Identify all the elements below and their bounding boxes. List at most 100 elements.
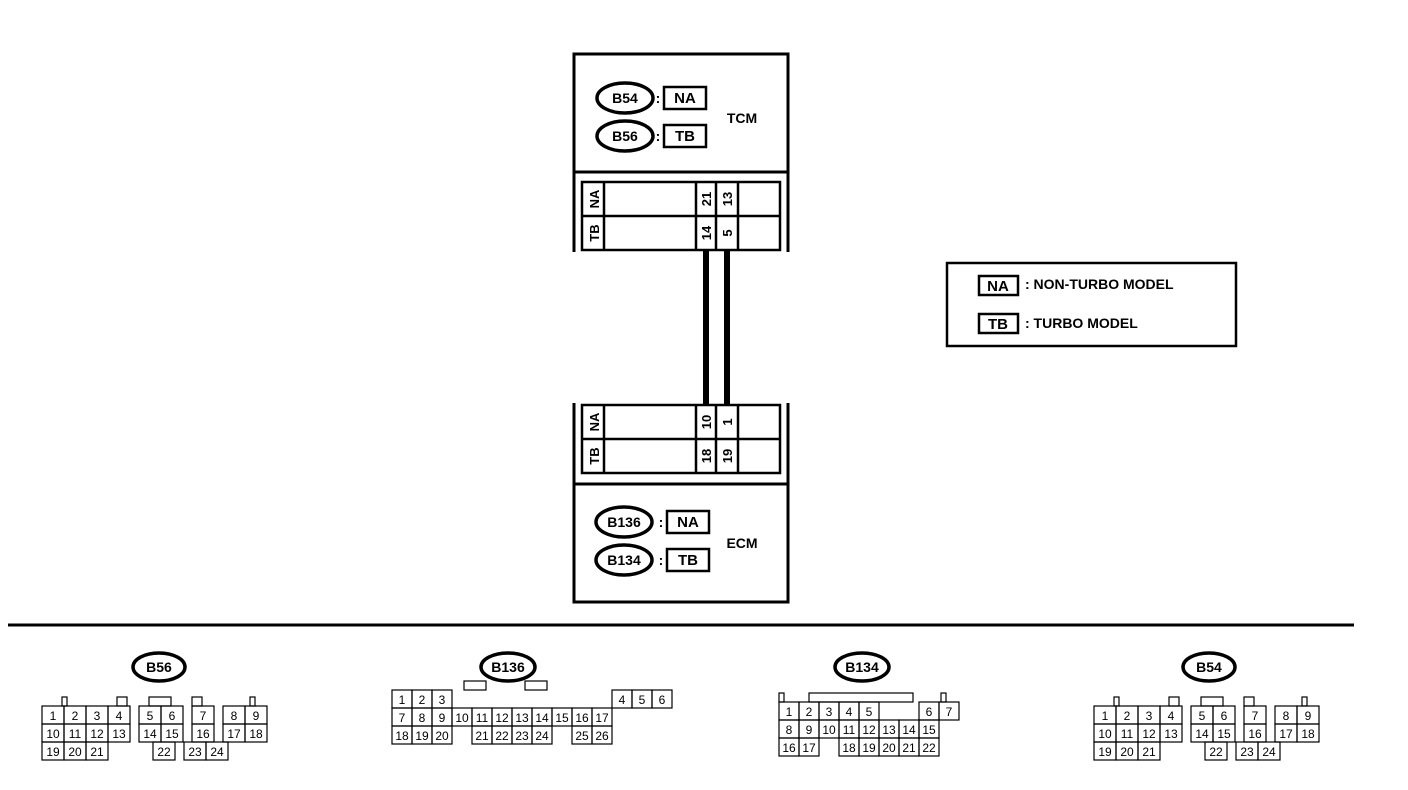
pin-number: 4 [116,709,123,723]
pin-cell [591,725,613,745]
pin-number: 16 [196,727,210,741]
pin-number: 14 [1195,727,1209,741]
pin-number: 12 [1142,727,1156,741]
latch-tab [463,680,487,691]
latch-tab [940,692,947,703]
pin-number: 5 [147,709,154,723]
latch-tab [778,692,785,703]
pin-number: 12 [495,711,509,725]
pin-number: 19 [46,745,60,759]
pin-cell [85,741,109,761]
pin-number: 23 [1240,745,1254,759]
latch-tab [148,696,172,707]
pin-number: 8 [231,709,238,723]
pin-number: 23 [515,729,529,743]
pin-number: 11 [69,727,82,741]
ecm-conn-b134-tag: TB [678,552,698,569]
connector-view-b54-id: B54 [1196,659,1222,675]
legend-na-tag: NA [987,278,1009,295]
pin-number: 1 [399,693,406,707]
pin-cell [1137,741,1161,761]
pin-number: 19 [415,729,429,743]
pin-number: 8 [786,723,793,737]
pin-number: 13 [882,723,896,737]
colon: : [656,90,661,106]
ecm-pin-na-2: 1 [720,418,735,425]
pin-number: 21 [475,729,489,743]
tcm-block: B54 : NA B56 : TB TCM NA TB 21 13 14 5 [572,52,790,252]
pin-cell [431,725,453,745]
pin-number: 6 [659,693,666,707]
pin-number: 16 [782,741,796,755]
pin-number: 13 [1164,727,1178,741]
pin-number: 3 [94,709,101,723]
tag-box [662,85,708,111]
tcm-row-tb-model: TB [587,224,602,241]
pin-number: 24 [1262,745,1276,759]
pin-cell [244,723,268,743]
pin-number: 8 [1283,709,1290,723]
pin-cell [205,741,229,761]
pin-number: 6 [1221,709,1228,723]
tcm-box [572,52,790,174]
pin-number: 2 [72,709,79,723]
harness-wires [703,250,730,405]
latch-tab [1243,696,1255,707]
ecm-conn-b136-tag: NA [677,514,699,531]
pin-number: 2 [419,693,426,707]
pin-number: 25 [575,729,589,743]
pin-number: 3 [1146,709,1153,723]
pin-number: 16 [1248,727,1262,741]
connector-view-b56-oval [131,651,187,683]
pin-number: 3 [439,693,446,707]
pin-number: 2 [1124,709,1131,723]
pin-number: 10 [1098,727,1112,741]
pin-number: 15 [922,723,936,737]
pin-number: 11 [1121,727,1134,741]
connector-view-b136-oval [479,651,537,683]
ecm-conn-b136-id: B136 [607,514,641,530]
pin-number: 7 [946,705,953,719]
pin-cell [1159,723,1183,743]
pin-number: 9 [439,711,446,725]
pin-number: 9 [806,723,813,737]
tag-box [977,312,1020,335]
tcm-conn-b56-oval [595,119,655,153]
pin-number: 7 [200,709,207,723]
pin-cell [531,725,553,745]
pin-number: 21 [1142,745,1156,759]
colon: : [659,552,664,568]
latch-tab [61,696,68,707]
tcm-pin-tb-2: 5 [720,229,735,236]
connector-view-b134-id: B134 [845,659,879,675]
pin-number: 4 [846,705,853,719]
tag-box [662,123,708,149]
pin-cell [798,737,820,757]
latch-tab [1168,696,1180,707]
ecm-pin-table: NA TB 10 1 18 19 [572,403,790,484]
legend-na-text: : NON-TURBO MODEL [1025,276,1174,292]
pin-number: 7 [1252,709,1259,723]
latch-tab [524,680,548,691]
pin-number: 3 [826,705,833,719]
pin-number: 11 [476,711,489,725]
ecm-block: NA TB 10 1 18 19 B136 : NA B134 : TB ECM [572,403,790,604]
pin-number: 20 [882,741,896,755]
legend: NA : NON-TURBO MODEL TB : TURBO MODEL [945,261,1238,348]
ecm-row-tb-model: TB [587,447,602,464]
pin-number: 2 [806,705,813,719]
pin-number: 12 [90,727,104,741]
pin-number: 10 [455,711,469,725]
pin-cell [918,737,940,757]
pin-cell [152,741,176,761]
pin-number: 24 [535,729,549,743]
tcm-row-na-model: NA [587,189,602,208]
tag-box [665,547,711,573]
pin-number: 22 [922,741,936,755]
legend-tb-tag: TB [988,316,1008,333]
